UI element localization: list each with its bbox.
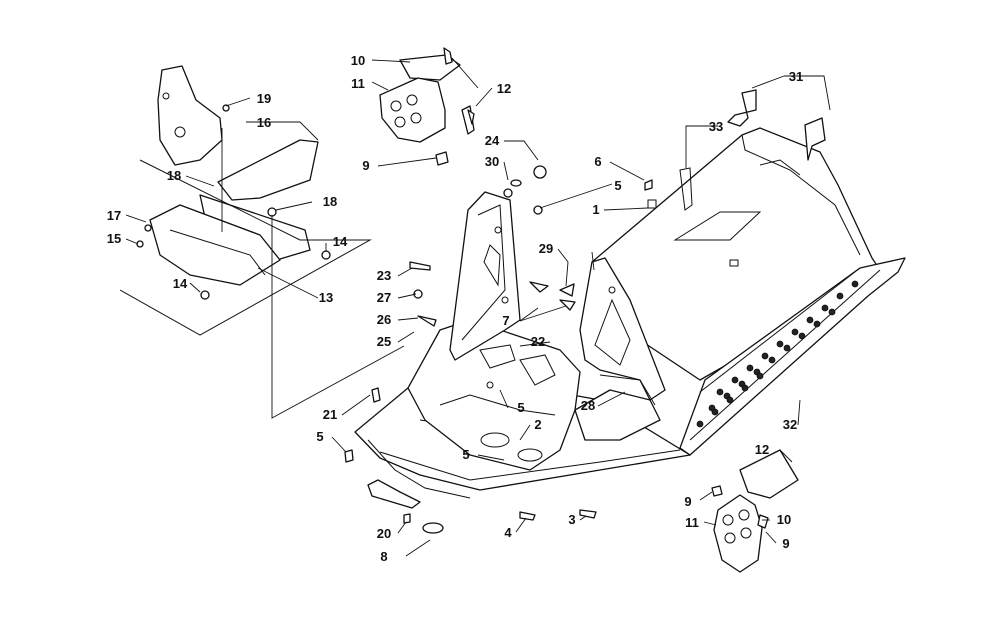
front-plate [367,479,421,509]
callout-5-center: 5 [517,400,524,415]
callout-23: 23 [377,268,391,283]
callout-6: 6 [594,154,601,169]
callout-24: 24 [485,133,500,148]
callout-20: 20 [377,526,391,541]
chassis-assembly [354,127,906,509]
callout-10-right: 10 [777,512,791,527]
callout-19: 19 [257,91,271,106]
side-panel [574,389,661,441]
running-board-holes [696,280,859,428]
bracket-lower-right [711,449,799,573]
callout-1: 1 [592,202,599,217]
callout-10-top: 10 [351,53,365,68]
callout-22: 22 [531,334,545,349]
callout-17: 17 [107,208,121,223]
callout-31: 31 [789,69,803,84]
callout-12-top: 12 [497,81,511,96]
rear-bracket [679,89,826,211]
callout-14-left: 14 [173,276,188,291]
callout-13: 13 [319,290,333,305]
callout-25: 25 [377,334,391,349]
callout-28: 28 [581,398,595,413]
callouts: 10 11 12 9 19 16 18 17 15 14 14 13 18 24… [107,53,803,564]
callout-14-right: 14 [333,234,348,249]
callout-4: 4 [504,525,512,540]
front-a-frame [449,191,521,361]
callout-9-right-top: 9 [684,494,691,509]
callout-2: 2 [534,417,541,432]
callout-5-mid: 5 [462,447,469,462]
callout-33: 33 [709,119,723,134]
callout-11-top: 11 [351,76,365,91]
callout-5-top: 5 [614,178,621,193]
callout-7: 7 [502,313,509,328]
callout-9-top: 9 [362,158,369,173]
callout-9-right-bottom: 9 [782,536,789,551]
callout-16: 16 [257,115,271,130]
callout-18-right: 18 [323,194,337,209]
bracket-top-center [379,54,475,166]
callout-26: 26 [377,312,391,327]
callout-11-right: 11 [685,515,699,530]
bracket-upper-left [119,65,372,336]
callout-5-left: 5 [316,429,323,444]
callout-30: 30 [485,154,499,169]
leader-lines [125,57,831,557]
callout-21: 21 [323,407,337,422]
callout-27: 27 [377,290,391,305]
callout-29: 29 [539,241,553,256]
callout-3: 3 [568,512,575,527]
callout-32: 32 [783,417,797,432]
callout-18-left: 18 [167,168,181,183]
callout-8: 8 [380,549,387,564]
callout-15: 15 [107,231,121,246]
callout-12-right: 12 [755,442,769,457]
